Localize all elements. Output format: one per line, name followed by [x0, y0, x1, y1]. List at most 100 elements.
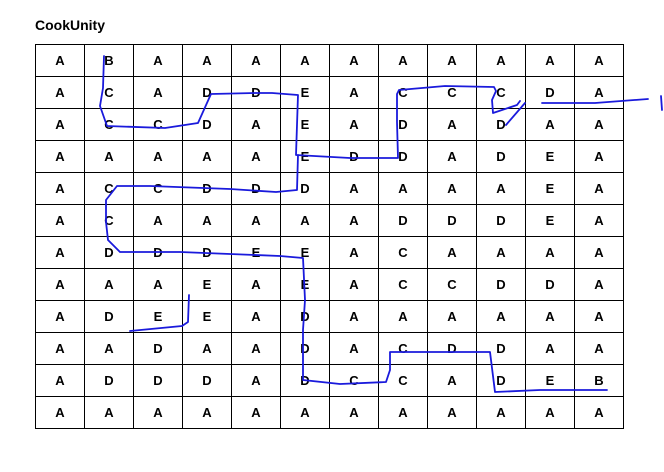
grid-cell: C	[84, 108, 134, 141]
grid-cell: A	[35, 364, 85, 397]
grid-cell: C	[84, 76, 134, 109]
grid-cell: A	[525, 332, 575, 365]
grid-cell: C	[329, 364, 379, 397]
grid-cell: D	[182, 236, 232, 269]
grid-cell: D	[182, 108, 232, 141]
grid-cell: A	[574, 76, 624, 109]
grid-cell: D	[476, 332, 526, 365]
grid-cell: A	[574, 204, 624, 237]
grid-cell: A	[35, 300, 85, 333]
grid-cell: A	[35, 172, 85, 205]
grid-cell: A	[574, 140, 624, 173]
grid-cell: E	[182, 268, 232, 301]
grid-cell: A	[476, 44, 526, 77]
grid-cell: D	[427, 204, 477, 237]
grid-cell: B	[574, 364, 624, 397]
grid-cell: E	[133, 300, 183, 333]
grid-cell: D	[84, 364, 134, 397]
grid-cell: D	[476, 268, 526, 301]
grid-cell: A	[231, 140, 281, 173]
grid-cell: A	[329, 76, 379, 109]
grid-cell: D	[378, 204, 428, 237]
grid-cell: C	[378, 332, 428, 365]
grid-cell: A	[182, 396, 232, 429]
grid-cell: A	[133, 396, 183, 429]
grid-cell: A	[35, 332, 85, 365]
grid-cell: C	[133, 172, 183, 205]
grid-cell: C	[476, 76, 526, 109]
grid-cell: A	[476, 300, 526, 333]
grid-cell: B	[84, 44, 134, 77]
grid-cell: A	[574, 236, 624, 269]
grid-cell: A	[574, 300, 624, 333]
grid-cell: A	[329, 236, 379, 269]
grid-cell: A	[574, 268, 624, 301]
grid-cell: A	[133, 268, 183, 301]
grid-cell: A	[329, 44, 379, 77]
grid-cell: A	[133, 204, 183, 237]
grid-cell: A	[133, 140, 183, 173]
grid-cell: E	[525, 364, 575, 397]
grid-cell: A	[427, 172, 477, 205]
grid-cell: A	[574, 108, 624, 141]
grid-cell: A	[378, 172, 428, 205]
grid-cell: A	[476, 236, 526, 269]
grid-cell: A	[427, 108, 477, 141]
grid-cell: A	[231, 364, 281, 397]
grid-cell: A	[329, 268, 379, 301]
grid-cell: C	[378, 236, 428, 269]
grid-cell: E	[525, 204, 575, 237]
grid-cell: A	[182, 332, 232, 365]
grid-cell: D	[84, 300, 134, 333]
grid-cell: A	[427, 140, 477, 173]
grid-cell: C	[84, 204, 134, 237]
grid-cell: A	[84, 332, 134, 365]
grid-cell: C	[84, 172, 134, 205]
grid-cell: C	[378, 76, 428, 109]
grid-cell: C	[427, 76, 477, 109]
grid-cell: A	[427, 396, 477, 429]
grid-cell: D	[280, 332, 330, 365]
grid-cell: A	[35, 76, 85, 109]
grid-cell: D	[476, 364, 526, 397]
grid-cell: A	[525, 300, 575, 333]
grid-cell: A	[574, 332, 624, 365]
grid-cell: A	[133, 44, 183, 77]
grid-cell: A	[329, 172, 379, 205]
grid-cell: A	[427, 236, 477, 269]
grid-cell: A	[574, 396, 624, 429]
grid-cell: D	[476, 140, 526, 173]
grid-cell: E	[280, 76, 330, 109]
grid-cell: A	[378, 396, 428, 429]
grid-cell: A	[35, 236, 85, 269]
grid-cell: A	[35, 396, 85, 429]
grid-cell: E	[280, 108, 330, 141]
grid-cell: A	[133, 76, 183, 109]
grid-cell: A	[525, 108, 575, 141]
grid-cell: C	[427, 268, 477, 301]
grid-cell: E	[525, 140, 575, 173]
grid-cell: A	[329, 332, 379, 365]
grid-cell: E	[280, 140, 330, 173]
grid-cell: E	[231, 236, 281, 269]
grid-cell: A	[280, 204, 330, 237]
grid-cell: A	[378, 44, 428, 77]
grid-cell: A	[35, 108, 85, 141]
grid-cell: A	[84, 140, 134, 173]
grid-cell: A	[329, 300, 379, 333]
grid-cell: D	[182, 172, 232, 205]
grid-cell: D	[378, 108, 428, 141]
grid-cell: A	[84, 268, 134, 301]
grid-cell: D	[133, 236, 183, 269]
grid-cell: A	[525, 44, 575, 77]
maze-solution-stroke	[660, 95, 663, 111]
grid-cell: A	[231, 332, 281, 365]
grid-cell: A	[35, 44, 85, 77]
